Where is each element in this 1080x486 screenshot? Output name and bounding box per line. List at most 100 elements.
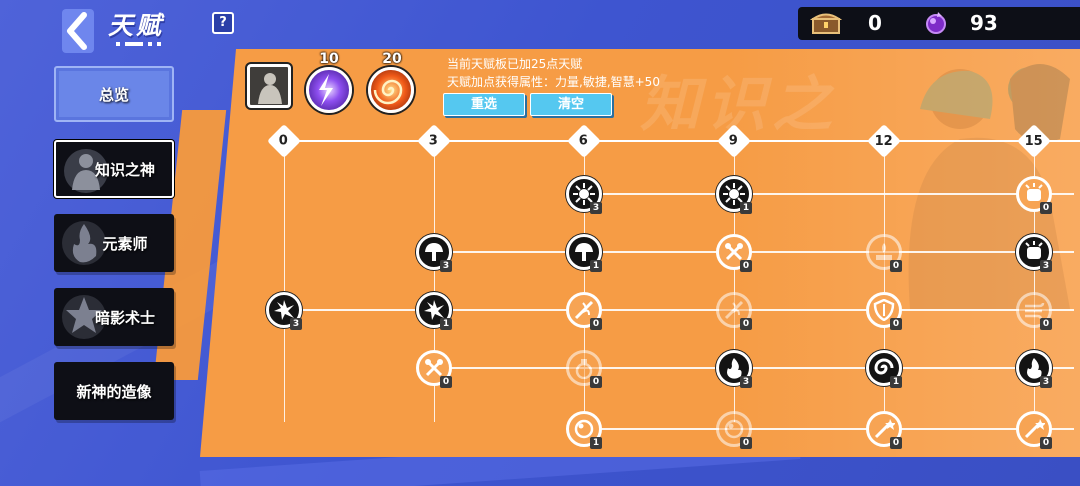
sidebar-item-overview[interactable]: 总览 bbox=[54, 66, 174, 122]
connector-line bbox=[434, 251, 1074, 253]
talent-node[interactable] bbox=[716, 234, 752, 270]
tier-track-line bbox=[284, 140, 1080, 142]
sidebar-item-shadow-warlock[interactable]: 暗影术士 bbox=[54, 288, 174, 346]
fist-icon bbox=[1025, 183, 1043, 201]
talent-node[interactable] bbox=[716, 350, 752, 386]
talent-level-badge: 3 bbox=[290, 318, 302, 330]
connector-line bbox=[584, 428, 1074, 430]
shatter-icon bbox=[274, 300, 294, 320]
shield-icon bbox=[873, 299, 895, 321]
sidebar-item-label: 暗影术士 bbox=[94, 308, 155, 327]
back-button[interactable] bbox=[56, 6, 100, 56]
shadow-emblem-icon bbox=[62, 295, 106, 339]
talent-level-badge: 1 bbox=[740, 202, 752, 214]
crossed-axes-icon bbox=[725, 243, 743, 261]
connector-line bbox=[284, 309, 1074, 311]
mushroom-icon bbox=[575, 243, 593, 261]
talent-level-badge: 0 bbox=[1040, 318, 1052, 330]
talent-level-badge: 3 bbox=[1040, 376, 1052, 388]
tier-label: 9 bbox=[729, 133, 739, 149]
talent-level-badge: 0 bbox=[890, 260, 902, 272]
talent-level-badge: 3 bbox=[440, 260, 452, 272]
sidebar-item-new-god-statue[interactable]: 新神的造像 bbox=[54, 362, 174, 420]
talent-level-badge: 0 bbox=[1040, 437, 1052, 449]
talent-level-badge: 0 bbox=[890, 318, 902, 330]
talent-level-badge: 0 bbox=[1040, 202, 1052, 214]
talent-node[interactable] bbox=[566, 234, 602, 270]
reset-button[interactable]: 重选 bbox=[443, 93, 525, 116]
talent-node[interactable] bbox=[866, 292, 902, 328]
purple-gem-icon bbox=[926, 12, 946, 34]
talent-level-badge: 0 bbox=[740, 318, 752, 330]
talent-points-info: 当前天赋板已加25点天赋 bbox=[447, 57, 583, 71]
tier-column-line bbox=[284, 152, 285, 422]
tier-column-line bbox=[734, 152, 735, 422]
skill-fire-spiral[interactable] bbox=[368, 67, 414, 113]
talent-node[interactable] bbox=[866, 411, 902, 447]
flame-emblem-icon bbox=[62, 221, 106, 265]
sidebar-item-label: 新神的造像 bbox=[76, 382, 152, 401]
burst-icon bbox=[723, 183, 745, 205]
flame-sword-icon bbox=[724, 300, 744, 320]
tier-label: 6 bbox=[579, 133, 589, 149]
sage-emblem-icon bbox=[64, 149, 108, 193]
talent-level-badge: 0 bbox=[740, 260, 752, 272]
tier-label: 3 bbox=[429, 133, 439, 149]
mushroom-icon bbox=[425, 243, 443, 261]
orb-icon bbox=[724, 419, 744, 439]
talent-node[interactable] bbox=[866, 350, 902, 386]
skill-lightning-count: 10 bbox=[319, 51, 339, 67]
talent-node[interactable] bbox=[566, 176, 602, 212]
sidebar-item-label: 元素师 bbox=[102, 234, 148, 253]
crossed-axes-icon bbox=[425, 359, 443, 377]
altar-icon bbox=[876, 243, 892, 260]
talent-level-badge: 3 bbox=[740, 376, 752, 388]
connector-line bbox=[434, 367, 1074, 369]
talent-node[interactable] bbox=[1016, 176, 1052, 212]
dark-flame-icon bbox=[1027, 358, 1042, 379]
class-skill-portrait[interactable] bbox=[247, 64, 291, 108]
sidebar-item-god-of-knowledge[interactable]: 知识之神 bbox=[54, 140, 174, 198]
tier-label: 12 bbox=[874, 133, 894, 149]
lightning-icon bbox=[319, 74, 333, 106]
talent-node[interactable] bbox=[566, 411, 602, 447]
spiral-icon bbox=[373, 79, 403, 105]
orb-icon bbox=[574, 419, 594, 439]
skill-lightning[interactable] bbox=[306, 67, 352, 113]
chevron-left-icon bbox=[62, 9, 94, 53]
flame-sword-icon bbox=[574, 300, 594, 320]
talent-panel bbox=[200, 49, 1080, 457]
talent-level-badge: 1 bbox=[590, 260, 602, 272]
sidebar-item-elementalist[interactable]: 元素师 bbox=[54, 214, 174, 272]
sidebar-item-label: 知识之神 bbox=[94, 160, 155, 179]
tier-column-line bbox=[884, 152, 885, 422]
talent-node[interactable] bbox=[1016, 292, 1052, 328]
talent-level-badge: 0 bbox=[740, 437, 752, 449]
clear-button[interactable]: 清空 bbox=[530, 93, 612, 116]
wand-icon bbox=[874, 419, 895, 439]
talent-level-badge: 1 bbox=[440, 318, 452, 330]
tier-label: 0 bbox=[279, 133, 289, 149]
fist-icon bbox=[1025, 241, 1043, 259]
gem-count: 93 bbox=[970, 11, 998, 35]
tier-column-line bbox=[584, 152, 585, 422]
currency-bar: 0 93 bbox=[798, 7, 1080, 40]
treasure-chest-icon bbox=[810, 13, 842, 34]
tier-column-line bbox=[434, 152, 435, 422]
talent-level-badge: 0 bbox=[590, 318, 602, 330]
burst-icon bbox=[573, 183, 595, 205]
title-underline bbox=[116, 42, 161, 46]
talent-level-badge: 3 bbox=[590, 202, 602, 214]
talent-level-badge: 0 bbox=[890, 437, 902, 449]
talent-level-badge: 1 bbox=[890, 376, 902, 388]
shatter-icon bbox=[424, 300, 444, 320]
talent-node[interactable] bbox=[416, 234, 452, 270]
vortex-icon bbox=[874, 358, 894, 375]
sidebar-item-label: 总览 bbox=[98, 85, 129, 104]
help-button[interactable]: ? bbox=[212, 12, 234, 34]
sage-silhouette-icon bbox=[258, 73, 282, 104]
talent-level-badge: 0 bbox=[440, 376, 452, 388]
wand-icon bbox=[1024, 419, 1045, 439]
connector-line bbox=[584, 193, 1074, 195]
attribute-bonus-info: 天赋加点获得属性：力量,敏捷,智慧+50 bbox=[447, 75, 660, 89]
